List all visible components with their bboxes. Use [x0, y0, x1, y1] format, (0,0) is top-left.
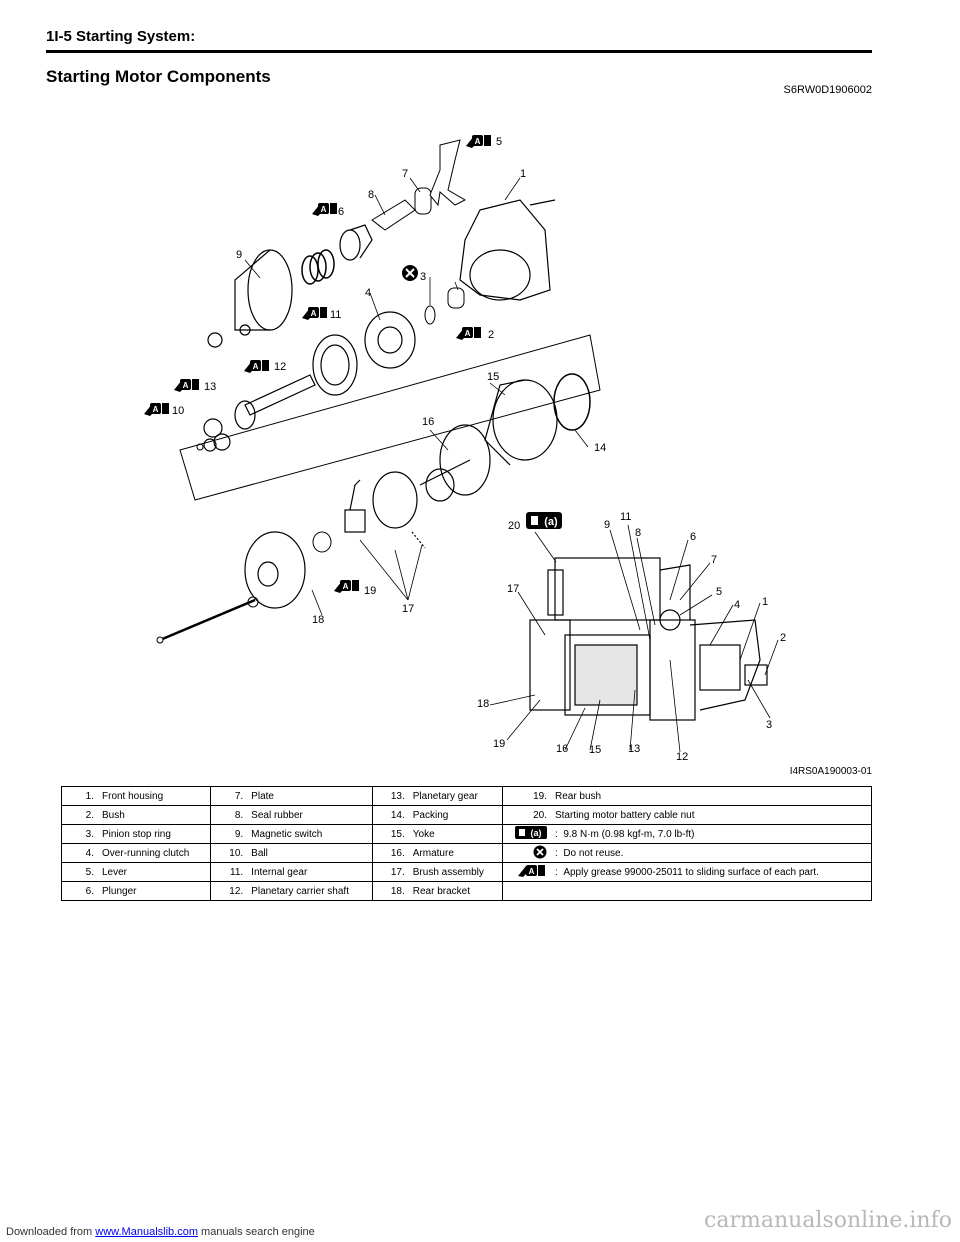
svg-text:19: 19	[364, 585, 376, 597]
table-row: 1.Front housing 7.Plate 13.Planetary gea…	[61, 786, 872, 806]
svg-text:20: 20	[508, 520, 520, 532]
svg-text:16: 16	[422, 416, 434, 428]
table-row: 2.Bush 8.Seal rubber 14.Packing 20.Start…	[61, 805, 872, 825]
grease-icon: A	[501, 862, 551, 882]
svg-text:16: 16	[556, 743, 568, 755]
manualslib-link[interactable]: www.Manualslib.com	[95, 1226, 198, 1238]
svg-text:17: 17	[507, 583, 519, 595]
page-header-title: 1I-5 Starting System:	[46, 28, 196, 45]
svg-text:11: 11	[620, 511, 631, 523]
svg-text:8: 8	[368, 189, 374, 201]
svg-text:1: 1	[762, 596, 768, 608]
svg-text:(a): (a)	[544, 516, 558, 528]
svg-text:4: 4	[365, 287, 371, 299]
table-row: 5.Lever 11.Internal gear 17.Brush assemb…	[61, 862, 872, 882]
svg-text:2: 2	[780, 632, 786, 644]
svg-text:13: 13	[628, 743, 640, 755]
svg-text:9: 9	[604, 519, 610, 531]
do-not-reuse-icon	[501, 843, 551, 863]
svg-text:7: 7	[711, 554, 717, 566]
torque-wrench-icon: (a)	[501, 824, 551, 844]
svg-text:18: 18	[312, 614, 324, 626]
table-row: 4.Over-running clutch 10.Ball 16.Armatur…	[61, 843, 872, 863]
svg-text:15: 15	[589, 744, 601, 756]
svg-text:5: 5	[716, 586, 722, 598]
torque-wrench-icon: (a)	[526, 512, 562, 529]
starting-motor-exploded-diagram: A	[144, 135, 786, 763]
watermark: carmanualsonline.info	[704, 1208, 952, 1233]
svg-text:12: 12	[274, 361, 286, 373]
svg-text:3: 3	[420, 271, 426, 283]
svg-text:2: 2	[488, 329, 494, 341]
parts-legend-table: 1.Front housing 7.Plate 13.Planetary gea…	[61, 786, 872, 901]
svg-text:9: 9	[236, 249, 242, 261]
svg-text:7: 7	[402, 168, 408, 180]
table-row: 3.Pinion stop ring 9.Magnetic switch 15.…	[61, 824, 872, 844]
svg-text:19: 19	[493, 738, 505, 750]
svg-text:1: 1	[520, 168, 526, 180]
figure-code: I4RS0A190003-01	[789, 766, 872, 777]
page-footer: Downloaded from www.Manualslib.com manua…	[6, 1226, 315, 1238]
svg-text:6: 6	[690, 531, 696, 543]
section-code: S6RW0D1906002	[783, 84, 872, 96]
svg-text:15: 15	[487, 371, 499, 383]
svg-text:4: 4	[734, 599, 740, 611]
svg-text:(a): (a)	[530, 828, 541, 838]
section-title: Starting Motor Components	[46, 67, 271, 86]
table-row: 6.Plunger 12.Planetary carrier shaft 18.…	[61, 881, 872, 901]
svg-text:17: 17	[402, 603, 414, 615]
svg-text:6: 6	[338, 206, 344, 218]
svg-text:18: 18	[477, 698, 489, 710]
svg-text:3: 3	[766, 719, 772, 731]
svg-text:8: 8	[635, 527, 641, 539]
svg-text:11: 11	[330, 309, 341, 321]
svg-text:A: A	[529, 867, 535, 876]
header-divider	[46, 50, 872, 53]
assembled-section-view	[529, 557, 768, 721]
svg-text:12: 12	[676, 751, 688, 763]
svg-text:13: 13	[204, 381, 216, 393]
svg-text:14: 14	[594, 442, 606, 454]
svg-text:10: 10	[172, 405, 184, 417]
svg-text:5: 5	[496, 136, 502, 148]
magnetic-switch-part	[207, 249, 293, 348]
